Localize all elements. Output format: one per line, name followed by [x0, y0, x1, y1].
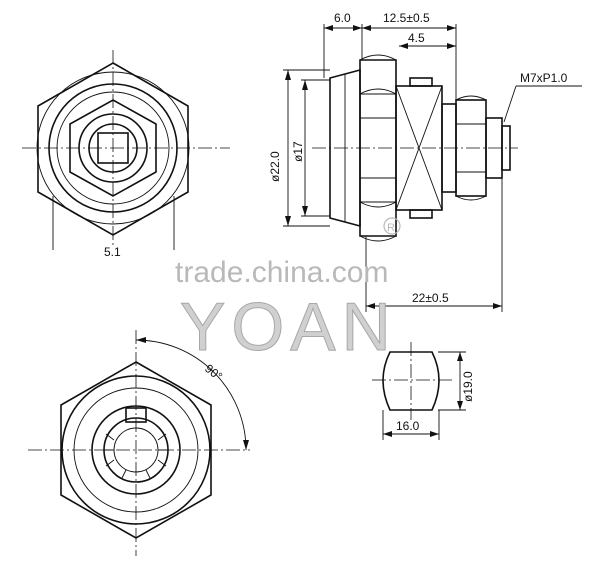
watermark: trade.china.com YOAN R	[175, 217, 401, 366]
dim-dia-17: ø17	[291, 141, 305, 162]
dim-dia-19: ø19.0	[461, 371, 475, 402]
dim-12-5: 12.5±0.5	[383, 11, 430, 25]
dim-thread: M7xP1.0	[520, 71, 568, 85]
dim-dia-22: ø22.0	[268, 151, 282, 182]
dim-5-1: 5.1	[104, 245, 121, 259]
dim-4-5: 4.5	[408, 31, 425, 45]
watermark-brand: YOAN	[180, 289, 397, 365]
key-profile-view: 16.0 ø19.0	[372, 342, 475, 440]
dim-22: 22±0.5	[412, 291, 449, 305]
front-view-top: 5.1	[22, 50, 230, 259]
side-view: ø22.0 ø17 6.0 12.5±0.5 4.5 M7xP1.0 22±0.…	[268, 11, 582, 312]
watermark-registered: R	[387, 222, 395, 234]
dim-6-0: 6.0	[334, 11, 351, 25]
dim-16: 16.0	[396, 419, 420, 433]
watermark-site: trade.china.com	[175, 256, 388, 289]
